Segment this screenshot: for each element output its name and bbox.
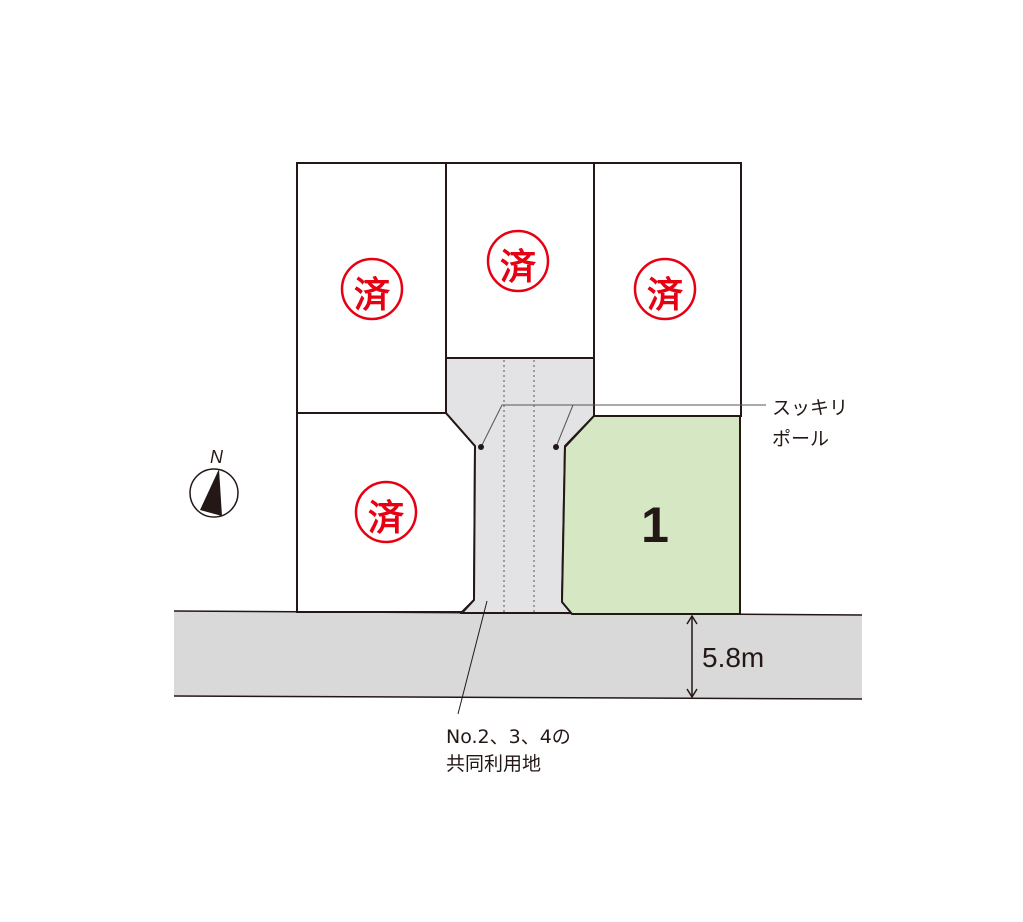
sold-stamp-icon	[340, 257, 404, 321]
road-width-label: 5.8m	[702, 642, 765, 673]
stamp-text: 済	[499, 247, 536, 288]
pole-marker-left	[478, 444, 484, 450]
road	[174, 611, 862, 699]
lot-1[interactable]	[560, 415, 741, 615]
pole-label-line2: ポール	[772, 428, 830, 450]
north-compass-icon	[189, 468, 239, 518]
sold-stamp-icon	[486, 229, 550, 293]
stamp-text: 済	[367, 498, 404, 539]
shared-land-label-line1: No.2、3、4の	[446, 726, 571, 748]
pole-label-line1: スッキリ	[772, 397, 849, 419]
road-edge-bottom	[173, 695, 863, 700]
stamp-text: 済	[353, 275, 390, 316]
lot-number: 1	[641, 497, 669, 553]
sold-stamp-icon	[633, 257, 697, 321]
compass-north-label: N	[210, 447, 223, 467]
stamp-text: 済	[646, 275, 683, 316]
road-width-arrow	[686, 614, 698, 699]
sold-stamp-icon	[354, 480, 418, 544]
pole-leader-line-2	[555, 404, 574, 448]
pole-leader-line	[480, 404, 766, 448]
shared-leader-line	[457, 600, 488, 715]
pole-marker-right	[553, 444, 559, 450]
shared-land-label-line2: 共同利用地	[446, 753, 542, 775]
